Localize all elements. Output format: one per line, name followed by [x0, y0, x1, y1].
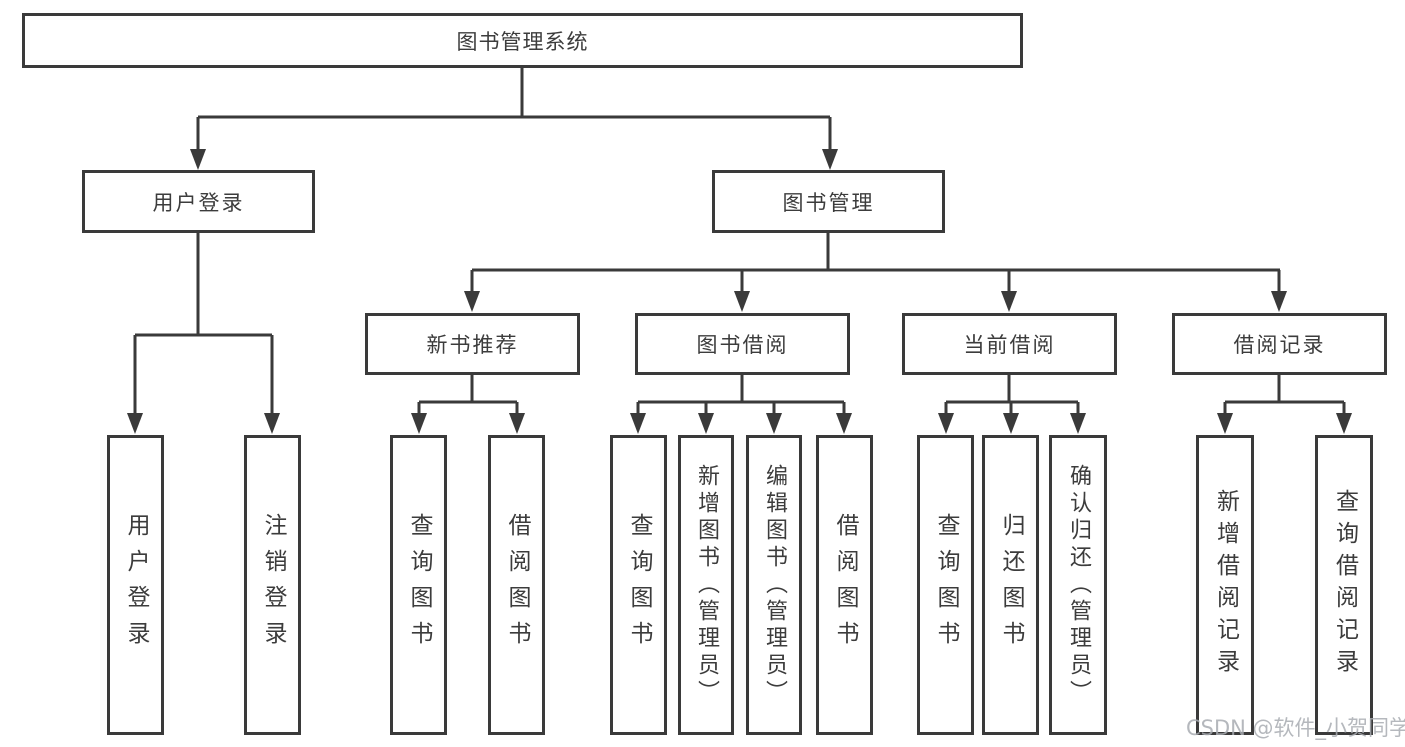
leaf-query-books-recommend: 查询图书 — [390, 435, 447, 735]
leaf-query-books-current: 查询图书 — [917, 435, 974, 735]
leaf-query-borrow-record: 查询借阅记录 — [1315, 435, 1373, 735]
leaf-borrow-books-borrow: 借阅图书 — [816, 435, 873, 735]
node-book-management: 图书管理 — [712, 170, 945, 233]
node-library-system: 图书管理系统 — [22, 13, 1023, 68]
leaf-confirm-return-admin: 确认归还（管理员） — [1049, 435, 1107, 735]
node-user-login: 用户登录 — [82, 170, 315, 233]
leaf-logout-login: 注销登录 — [244, 435, 301, 735]
node-borrowing-records: 借阅记录 — [1172, 313, 1387, 375]
leaf-add-book-admin: 新增图书（管理员） — [678, 435, 734, 735]
node-book-borrowing: 图书借阅 — [635, 313, 850, 375]
leaf-edit-book-admin: 编辑图书（管理员） — [746, 435, 802, 735]
leaf-return-books: 归还图书 — [982, 435, 1039, 735]
csdn-watermark: CSDN @软件_小贺同学 — [1186, 716, 1405, 740]
node-current-borrowing: 当前借阅 — [902, 313, 1117, 375]
leaf-add-borrow-record: 新增借阅记录 — [1196, 435, 1254, 735]
arrowheads — [127, 149, 1352, 434]
node-new-book-recommend: 新书推荐 — [365, 313, 580, 375]
leaf-user-login: 用户登录 — [107, 435, 164, 735]
leaf-borrow-books-recommend: 借阅图书 — [488, 435, 545, 735]
leaf-query-books-borrow: 查询图书 — [610, 435, 667, 735]
